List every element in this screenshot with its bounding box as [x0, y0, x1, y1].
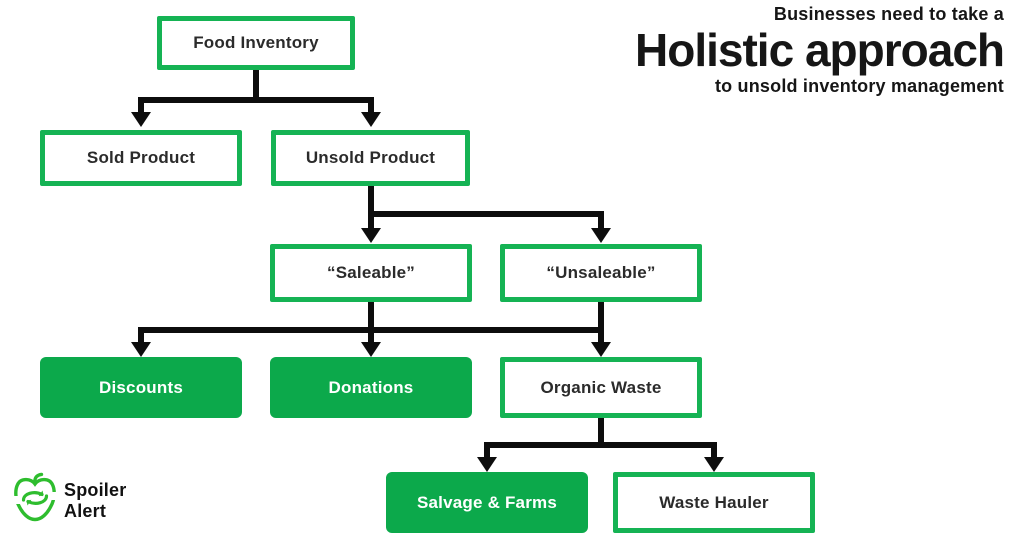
node-organic-waste: Organic Waste	[500, 357, 702, 418]
title-block: Businesses need to take a Holistic appro…	[635, 4, 1005, 97]
connector-organic-stem	[598, 418, 604, 445]
node-discounts: Discounts	[40, 357, 242, 418]
arrowhead-unsold-product	[361, 112, 381, 127]
node-sold-product: Sold Product	[40, 130, 242, 186]
connector-drop-salvage-stem	[484, 448, 490, 457]
arrowhead-saleable	[361, 228, 381, 243]
node-waste-hauler: Waste Hauler	[613, 472, 815, 533]
connector-drop-donations-stem	[368, 333, 374, 343]
connector-drop-hauler-stem	[711, 448, 717, 457]
outline-gap-right	[48, 492, 57, 500]
logo-word-spoiler: Spoiler	[64, 480, 127, 501]
title-subtitle: to unsold inventory management	[714, 75, 1004, 96]
spoiler-alert-logo: Spoiler Alert	[13, 472, 126, 529]
title-main: Holistic approach	[635, 24, 1005, 76]
connector-unsold-stem	[368, 186, 374, 214]
connector-drop-unsaleable-stem	[598, 217, 604, 228]
arrowhead-organic-waste	[591, 342, 611, 357]
node-unsold-product: Unsold Product	[271, 130, 470, 186]
connector-unsaleable-stem	[598, 302, 604, 330]
title-kicker: Businesses need to take a	[773, 4, 1004, 24]
arrowhead-sold-product	[131, 112, 151, 127]
connector-level1-rail	[138, 97, 374, 103]
connector-drop-sold-stem	[138, 103, 144, 113]
arrowhead-waste-hauler	[704, 457, 724, 472]
node-unsaleable: “Unsaleable”	[500, 244, 702, 302]
connector-drop-unsold-stem	[368, 103, 374, 113]
connector-level4-rail	[484, 442, 717, 448]
connector-food-stem	[253, 70, 259, 103]
node-food-inventory: Food Inventory	[157, 16, 355, 70]
connector-drop-saleable-stem	[368, 217, 374, 228]
arrowhead-discounts	[131, 342, 151, 357]
node-salvage-farms: Salvage & Farms	[386, 472, 588, 533]
node-saleable: “Saleable”	[270, 244, 472, 302]
connector-level3-rail	[138, 327, 604, 333]
logo-word-alert: Alert	[64, 500, 107, 521]
arrowhead-donations	[361, 342, 381, 357]
apple-recycle-icon	[13, 472, 57, 529]
connector-saleable-stem	[368, 302, 374, 330]
arrowhead-salvage-farms	[477, 457, 497, 472]
logo-wordmark: Spoiler Alert	[64, 480, 126, 520]
connector-drop-discounts-stem	[138, 333, 144, 343]
connector-level2-rail	[368, 211, 604, 217]
arrowhead-unsaleable	[591, 228, 611, 243]
connector-drop-organic-stem	[598, 333, 604, 343]
outline-gap-left	[13, 496, 22, 504]
node-donations: Donations	[270, 357, 472, 418]
